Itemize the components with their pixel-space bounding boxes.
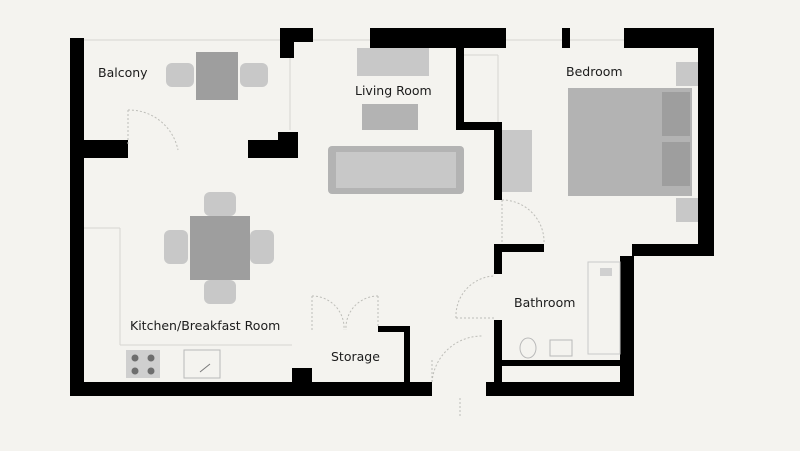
room-label-balcony: Balcony — [98, 65, 148, 80]
room-label-bathroom: Bathroom — [514, 295, 575, 310]
walls — [70, 28, 714, 396]
room-label-kitchen: Kitchen/Breakfast Room — [130, 318, 280, 333]
toilet — [519, 337, 537, 359]
living-room-furniture — [328, 48, 464, 194]
balcony-furniture — [166, 52, 268, 100]
room-label-living-room: Living Room — [355, 83, 432, 98]
door-swings — [127, 109, 545, 416]
window-lines — [84, 39, 624, 346]
room-label-bedroom: Bedroom — [566, 64, 623, 79]
bathtub — [587, 261, 621, 355]
room-label-storage: Storage — [331, 349, 380, 364]
kitchen-furniture — [164, 192, 274, 304]
bathroom-sink — [549, 339, 573, 357]
hob — [126, 350, 160, 378]
bedroom-furniture — [502, 62, 698, 222]
sink — [183, 349, 221, 379]
